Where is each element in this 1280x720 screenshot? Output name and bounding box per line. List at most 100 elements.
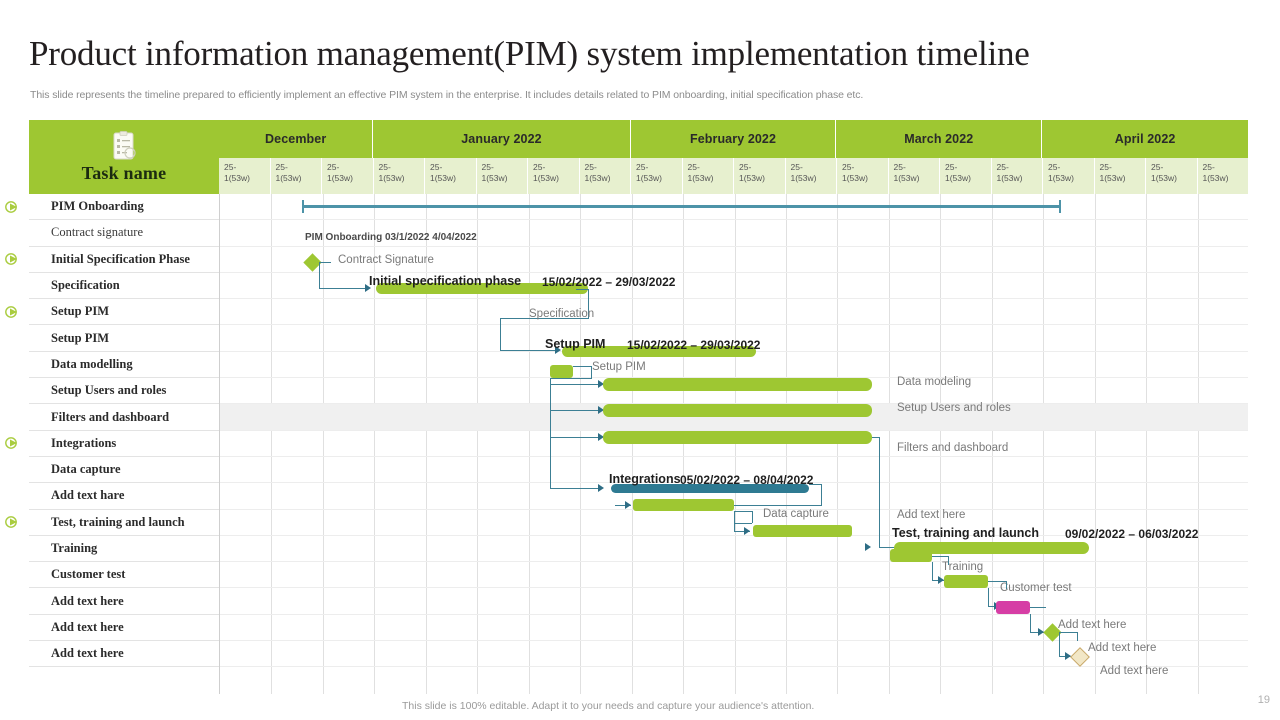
bar-training[interactable] [890,549,932,562]
week-label: 25- 1(53w) [327,162,353,183]
connector-v-15 [1077,632,1078,641]
task-row[interactable]: Add text here [29,641,219,668]
annotation-integrations-dates: 05/02/2022 – 08/04/2022 [680,473,814,487]
bar-initial-specification-phase[interactable] [376,283,588,294]
gantt-grid-row [220,589,1248,615]
expand-arrow-icon[interactable] [5,305,21,319]
annotation-filters-dashboard: Filters and dashboard [897,442,1009,454]
task-row[interactable]: Data capture [29,457,219,484]
task-row[interactable]: Setup PIM [29,326,219,352]
connector-v-8 [821,484,822,506]
task-row-label: Training [51,541,98,556]
bar-integrations[interactable] [611,484,809,493]
week-header-cell: 25- 1(53w) [1043,158,1095,194]
expand-arrow-icon[interactable] [5,200,21,214]
task-row-label: PIM Onboarding [51,199,144,214]
annotation-specification: Specification [529,308,595,320]
gantt-grid-column [323,194,324,694]
task-row-label: Add text here [51,593,124,608]
bar-test-training-launch[interactable] [894,542,1089,554]
connector-arrow-1 [365,284,371,292]
week-header-cell: 25- 1(53w) [1146,158,1198,194]
summary-bar-pim-onboarding[interactable] [302,205,1061,208]
task-row[interactable]: Setup PIM [5,299,219,326]
task-row[interactable]: Integrations [5,431,219,457]
week-label: 25- 1(53w) [1151,162,1177,183]
week-label: 25- 1(53w) [739,162,765,183]
bar-filters-and-dashboard[interactable] [603,431,872,444]
bar-add-text-here-pink[interactable] [996,601,1030,614]
connector-h-8 [809,484,822,485]
task-row-label: Setup Users and roles [51,383,167,398]
gantt-grid-row [220,247,1248,273]
bar-setup-pim-sub[interactable] [550,365,573,378]
gantt-grid-row [220,641,1248,668]
expand-arrow-icon[interactable] [5,436,21,450]
task-row[interactable]: Initial Specification Phase [5,247,219,273]
connector-v-13 [1006,581,1007,589]
connector-h-3 [573,366,591,367]
bar-add-text-hare[interactable] [753,525,852,537]
gantt-grid-column [786,194,787,694]
gantt-grid-row [220,220,1248,247]
task-row[interactable]: Data modelling [29,352,219,379]
bar-customer-test[interactable] [944,575,988,588]
annotation-add-text-2: Add text here [1058,619,1127,631]
connector-v-9c [734,523,735,531]
task-row[interactable]: Setup Users and roles [29,378,219,405]
task-row[interactable]: Training [29,536,219,563]
week-header-cell: 25- 1(53w) [940,158,992,194]
connector-h-13 [988,581,1006,582]
page-number: 19 [1257,694,1270,706]
week-header-cell: 25- 1(53w) [992,158,1043,194]
annotation-customer-test: Customer test [1000,582,1072,594]
week-header-cell: 25- 1(53w) [889,158,940,194]
connector-h-6b [872,437,880,438]
month-label: March 2022 [904,132,974,146]
bar-data-modelling[interactable] [603,378,872,391]
connector-v-9 [734,511,735,523]
connector-v-12b [932,562,933,580]
connector-h-9b [734,505,822,506]
gantt-grid-row [220,194,1248,221]
expand-arrow-icon[interactable] [5,515,21,529]
task-row[interactable]: Add text here [29,589,219,615]
task-row[interactable]: Add text here [29,615,219,642]
task-row[interactable]: Customer test [29,562,219,589]
task-row[interactable]: Test, training and launch [5,510,219,536]
bar-setup-users-and-roles[interactable] [603,404,872,417]
week-label: 25- 1(53w) [1202,162,1229,183]
annotation-setup-pim-dates: 15/02/2022 – 29/03/2022 [627,338,761,352]
expand-arrow-icon[interactable] [5,252,21,266]
gantt-chart-area: PIM Onboarding 03/1/2022 4/04/2022 Contr… [220,194,1248,694]
gantt-grid-row [220,378,1248,405]
task-row[interactable]: Specification [29,273,219,300]
connector-arrow-4 [598,380,604,388]
connector-h-2b [500,318,589,319]
task-row-label: Test, training and launch [51,514,185,529]
week-header-cell: 25- 1(53w) [786,158,837,194]
gantt-grid-row [220,352,1248,379]
task-row[interactable]: PIM Onboarding [5,194,219,221]
connector-h-2 [576,289,589,290]
bar-setup-pim-main[interactable] [562,346,756,357]
bar-data-capture-upper[interactable] [633,499,734,511]
task-row-label: Initial Specification Phase [51,251,190,266]
task-row[interactable]: Contract signature [29,220,219,247]
annotation-data-capture: Data capture [763,508,829,520]
gantt-grid-column [889,194,890,694]
connector-v-2b [500,318,501,350]
task-row[interactable]: Add text hare [29,483,219,510]
week-label: 25- 1(53w) [481,162,508,183]
connector-h-1b [319,288,365,289]
week-label: 25- 1(53w) [842,162,868,183]
month-label: December [265,132,327,146]
connector-arrow-10 [744,527,750,535]
connector-h-2c [500,350,555,351]
task-row-label: Integrations [51,435,117,450]
week-label: 25- 1(53w) [893,162,920,183]
task-row[interactable]: Filters and dashboard [29,404,219,431]
week-header-cell: 25- 1(53w) [219,158,271,194]
summary-cap-left [302,200,304,213]
